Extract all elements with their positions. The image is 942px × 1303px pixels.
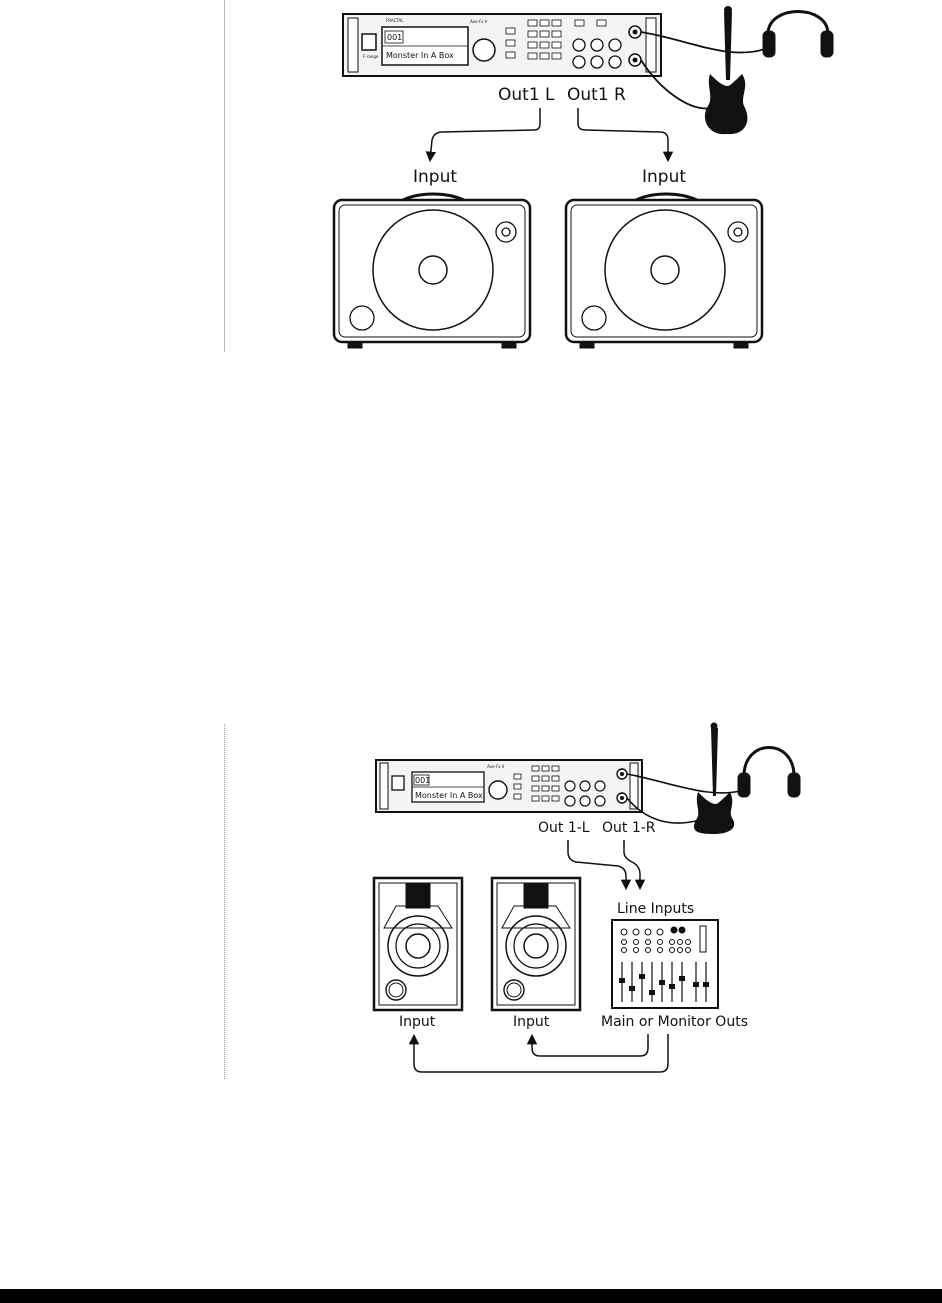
- cable-out1-left: [425, 108, 541, 163]
- studio-monitor-left: [372, 876, 464, 1012]
- lcd-preset-number-2: 001: [415, 776, 430, 785]
- lcd-preset-name-2: Monster In A Box: [415, 791, 483, 800]
- cable-out1-r-to-mixer: [623, 840, 646, 891]
- output-left-label: Out1 L: [498, 85, 555, 105]
- margin-rule-bottom: [224, 724, 225, 1079]
- cable-mixer-to-monitor-left: [408, 1033, 669, 1073]
- amp-right-input-label: Input: [642, 167, 686, 187]
- model-logo-text-2: Axe-Fx II: [486, 764, 505, 769]
- value-knob: [472, 38, 496, 62]
- brand-logo-text: FRACTAL: [386, 18, 404, 23]
- monitor-right-input-label: Input: [513, 1014, 550, 1030]
- cable-mixer-to-monitor-right: [526, 1033, 649, 1057]
- mixer-console: [611, 919, 719, 1009]
- headphones-icon-2: [737, 746, 801, 798]
- monitor-left-input-label: Input: [399, 1014, 436, 1030]
- diagram-studio-monitors: Axe-Fx II 001 Monster In A Box: [372, 722, 801, 1073]
- model-logo-text: Axe-Fx II: [469, 19, 488, 24]
- button-grid: [505, 19, 607, 60]
- headphone-cable-2: [626, 773, 745, 794]
- svg-text:F-range: F-range: [363, 54, 379, 59]
- guitar-cable-2: [626, 797, 701, 824]
- parameter-knobs: [572, 38, 622, 69]
- lcd-preset-name: Monster In A Box: [386, 51, 454, 60]
- amp-left-input-label: Input: [413, 167, 457, 187]
- studio-monitor-right: [490, 876, 582, 1012]
- headphone-cable: [640, 31, 769, 54]
- margin-rule-top: [224, 0, 225, 352]
- output-left-label-2: Out 1-L: [538, 820, 590, 836]
- headphones-icon: [762, 10, 834, 58]
- output-right-label: Out1 R: [567, 85, 626, 105]
- guitar-amp-right: [564, 192, 764, 349]
- rack-unit-1: F-range FRACTAL Axe-Fx II 001 Monster In…: [342, 13, 662, 77]
- guitar-amp-left: [332, 192, 532, 349]
- output-right-label-2: Out 1-R: [602, 820, 656, 836]
- rack-unit-2: Axe-Fx II 001 Monster In A Box: [375, 759, 643, 813]
- page-footer-bar: [0, 1289, 942, 1303]
- guitar-cable: [640, 59, 713, 110]
- mixer-line-inputs-label: Line Inputs: [617, 901, 694, 917]
- diagram-stereo-amps: F-range FRACTAL Axe-Fx II 001 Monster In…: [332, 6, 834, 349]
- cable-out1-right: [577, 108, 674, 163]
- cable-out1-l-to-mixer: [567, 840, 632, 891]
- guitar-icon-2: [694, 722, 735, 834]
- guitar-icon: [704, 6, 748, 135]
- mixer-outputs-label: Main or Monitor Outs: [601, 1014, 748, 1030]
- lcd-preset-number: 001: [387, 33, 402, 42]
